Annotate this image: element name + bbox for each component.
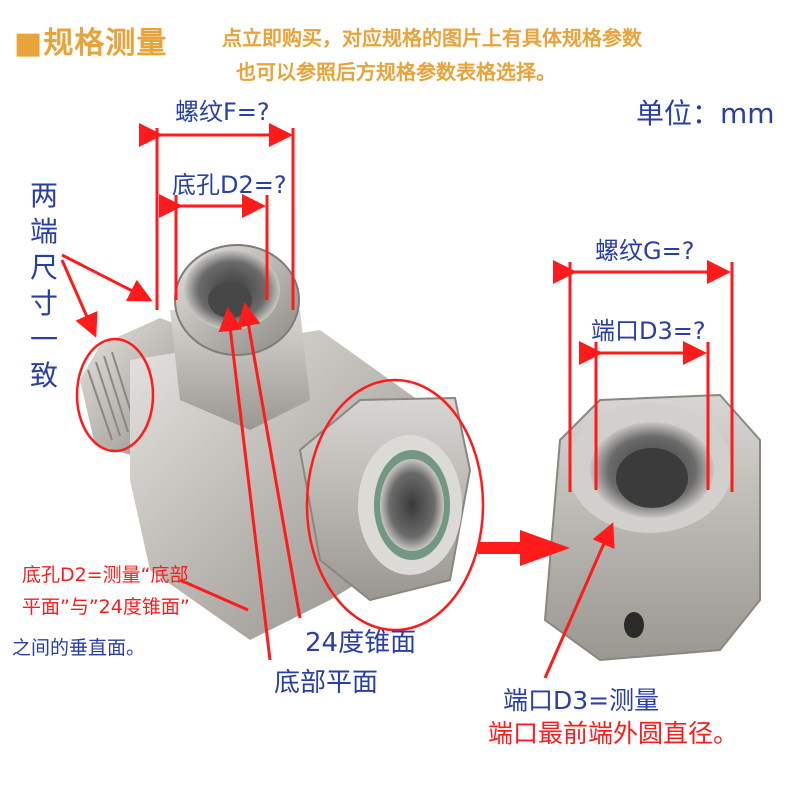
unit-label: 单位：mm: [636, 97, 775, 130]
both-ends-pointer-arrows: [60, 253, 153, 338]
table-note: 也可以参照后方规格参数表格选择。: [236, 60, 556, 84]
cone-24-label: 24度锥面: [305, 628, 417, 658]
d3-description-line2: 端口最前端外圆直径。: [488, 719, 739, 748]
detached-nut: [543, 393, 761, 662]
d2-description-line2: 平面”与”24度锥面”: [22, 596, 190, 618]
big-arrow: [478, 530, 570, 566]
bore-d2-label: 底孔D2=?: [172, 171, 287, 199]
page-title: ■规格测量: [14, 26, 168, 61]
purchase-note: 点立即购买，对应规格的图片上有具体规格参数: [222, 26, 642, 50]
d2-description-line3: 之间的垂直面。: [12, 637, 146, 659]
port-d3-label: 端口D3=?: [591, 317, 706, 345]
thread-g-label: 螺纹G=?: [595, 237, 695, 265]
measure-f-lines: [139, 123, 295, 310]
measure-g-lines: [553, 260, 734, 492]
callout-lines: [179, 302, 615, 679]
left-end-highlight-circle: [75, 337, 155, 453]
top-port: [174, 244, 300, 356]
d2-description-line1: 底孔D2=测量“底部: [22, 564, 189, 586]
bottom-flat-label: 底部平面: [274, 668, 379, 698]
right-nut: [298, 396, 472, 602]
both-ends-same-label: 两端尺寸一致: [30, 179, 59, 392]
right-end-highlight-circle: [305, 378, 485, 632]
measure-d2-lines: [159, 194, 269, 300]
d3-description-line1: 端口D3=测量: [503, 686, 660, 715]
measure-d3-lines: [579, 341, 710, 490]
thread-f-label: 螺纹F=?: [175, 98, 270, 126]
